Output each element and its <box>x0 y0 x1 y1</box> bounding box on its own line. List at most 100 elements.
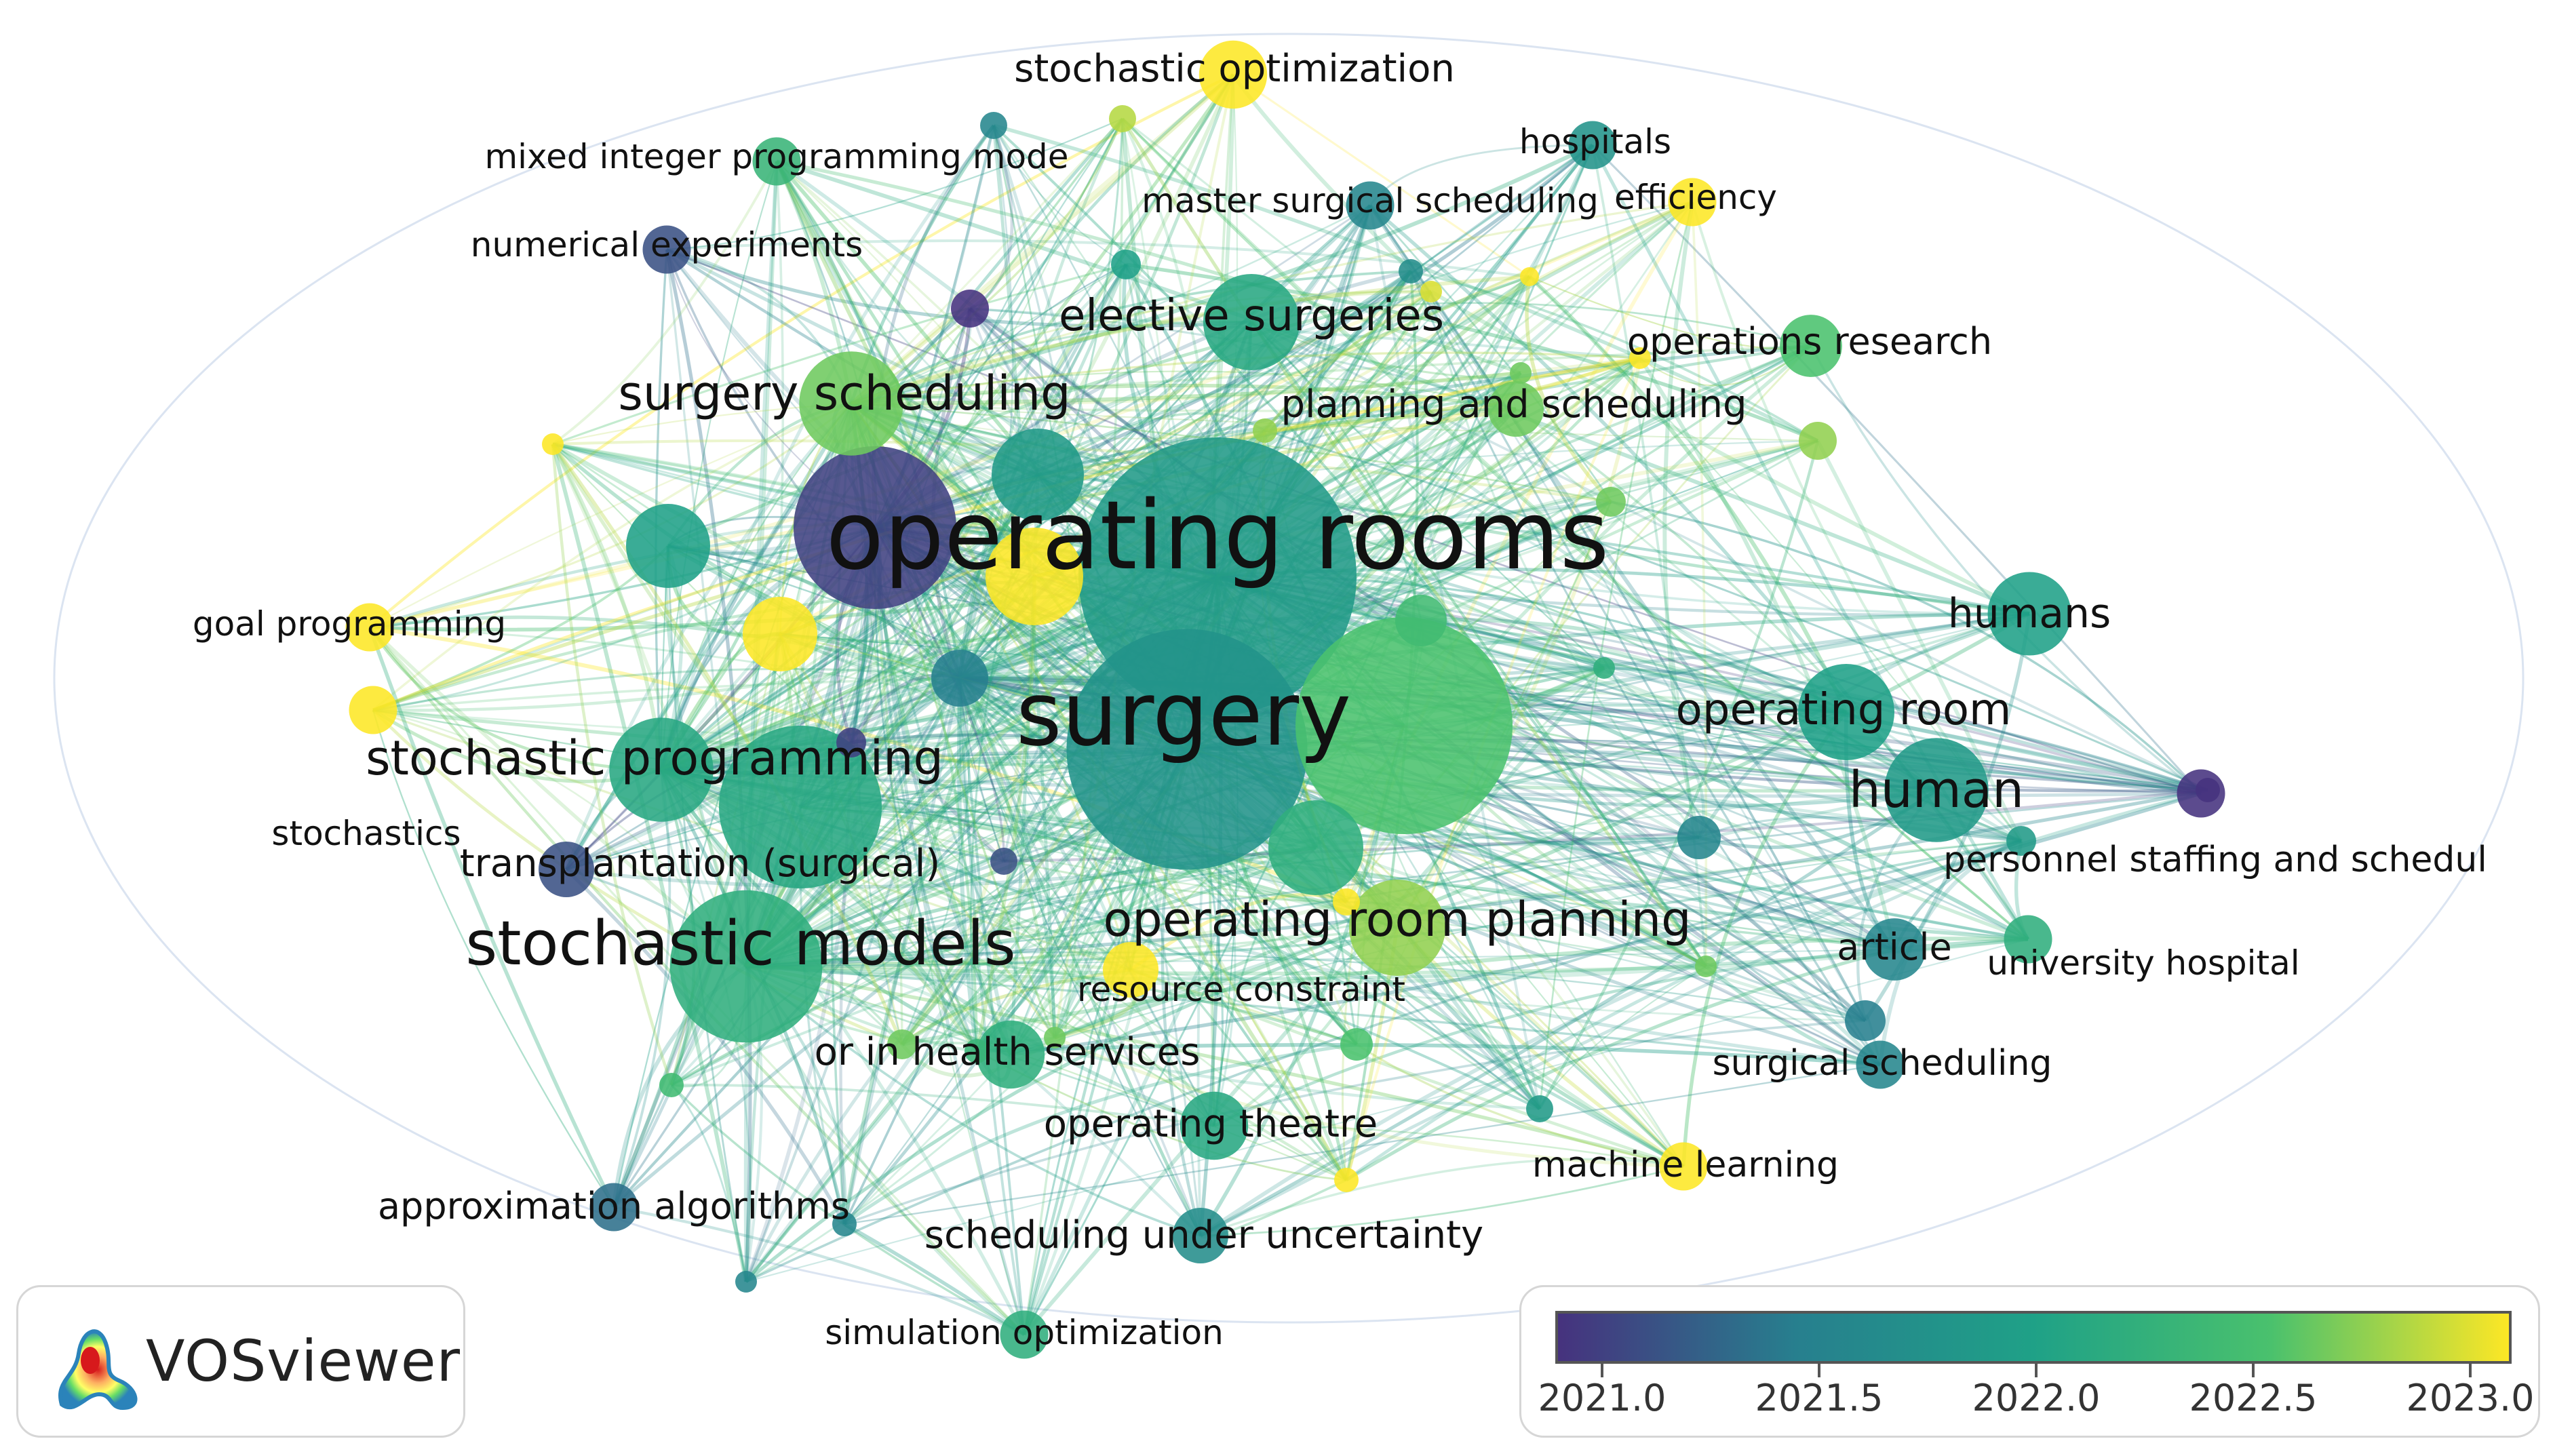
cluster-node[interactable] <box>1629 347 1651 369</box>
cluster-node[interactable] <box>1334 1168 1359 1192</box>
cluster-node[interactable] <box>832 1212 857 1236</box>
cluster-node[interactable] <box>1395 595 1447 646</box>
keyword-node[interactable] <box>1668 178 1717 227</box>
node-label-elective-surgeries[interactable]: elective surgeries <box>1059 291 1444 341</box>
keyword-node[interactable] <box>1797 663 1895 761</box>
node-label-efficiency[interactable]: efficiency <box>1614 178 1777 217</box>
keyword-node[interactable] <box>752 137 801 186</box>
cluster-node[interactable] <box>1677 816 1721 859</box>
keyword-node[interactable] <box>1780 315 1842 377</box>
keyword-node[interactable] <box>345 603 394 652</box>
keyword-node[interactable] <box>976 1020 1045 1089</box>
node-label-operating-theatre[interactable]: operating theatre <box>1044 1102 1378 1146</box>
keyword-node[interactable] <box>1203 273 1300 371</box>
node-label-numerical-experiments[interactable]: numerical experiments <box>471 225 863 264</box>
keyword-node[interactable] <box>609 717 714 822</box>
node-label-goal-programming[interactable]: goal programming <box>193 604 506 644</box>
node-label-university-hospital[interactable]: university hospital <box>1987 943 2299 983</box>
keyword-node[interactable] <box>1987 572 2071 656</box>
cluster-node[interactable] <box>1268 800 1363 895</box>
keyword-node[interactable] <box>589 1183 638 1232</box>
node-label-human[interactable]: human <box>1849 761 2024 819</box>
cluster-node[interactable] <box>836 728 866 757</box>
node-label-transplantation-surgical[interactable]: transplantation (surgical) <box>460 842 940 886</box>
cluster-node[interactable] <box>1111 250 1141 279</box>
node-label-or-in-health-services[interactable]: or in health services <box>815 1030 1201 1074</box>
cluster-node[interactable] <box>1399 259 1423 283</box>
cluster-node[interactable] <box>626 504 710 588</box>
cluster-node[interactable] <box>794 446 956 609</box>
node-label-article[interactable]: article <box>1837 926 1951 968</box>
cluster-node[interactable] <box>1109 105 1136 132</box>
node-label-operating-room-planning[interactable]: operating room planning <box>1103 892 1691 947</box>
cluster-node[interactable] <box>1520 267 1539 286</box>
cluster-node[interactable] <box>659 1073 684 1097</box>
node-label-planning-and-scheduling[interactable]: planning and scheduling <box>1281 382 1747 427</box>
keyword-node[interactable] <box>539 842 594 897</box>
node-label-stochastic-programming[interactable]: stochastic programming <box>366 730 943 786</box>
cluster-node[interactable] <box>1526 1095 1553 1122</box>
cluster-node[interactable] <box>1510 362 1532 384</box>
node-label-machine-learning[interactable]: machine learning <box>1532 1145 1839 1185</box>
cluster-node[interactable] <box>964 1039 989 1063</box>
cluster-node[interactable] <box>1044 1027 1066 1048</box>
node-label-surgery[interactable]: surgery <box>1016 663 1351 766</box>
node-label-operating-rooms[interactable]: operating rooms <box>826 481 1610 591</box>
cluster-node[interactable] <box>1333 888 1360 916</box>
keyword-node[interactable] <box>349 686 397 734</box>
cluster-node[interactable] <box>1295 617 1513 834</box>
keyword-node[interactable] <box>1180 1091 1249 1160</box>
node-label-resource-constraint[interactable]: resource constraint <box>1077 970 1405 1009</box>
node-label-hospitals[interactable]: hospitals <box>1519 122 1671 161</box>
cluster-node[interactable] <box>990 848 1017 875</box>
cluster-node[interactable] <box>887 1029 917 1059</box>
keyword-node[interactable] <box>1863 918 1926 981</box>
keyword-node[interactable] <box>1884 738 1989 842</box>
node-label-stochastic-optimization[interactable]: stochastic optimization <box>1014 47 1455 91</box>
node-label-stochastics[interactable]: stochastics <box>271 814 461 853</box>
cluster-node[interactable] <box>1340 1028 1373 1061</box>
cluster-node[interactable] <box>951 290 989 328</box>
cluster-node[interactable] <box>2006 826 2036 856</box>
cluster-node[interactable] <box>931 650 988 707</box>
cluster-node[interactable] <box>992 429 1084 521</box>
keyword-node[interactable] <box>1568 121 1617 170</box>
cluster-node[interactable] <box>743 597 817 671</box>
keyword-node[interactable] <box>1066 629 1308 870</box>
cluster-node[interactable] <box>1420 281 1442 302</box>
cluster-node[interactable] <box>1799 422 1837 460</box>
keyword-node[interactable] <box>799 351 903 456</box>
cluster-node[interactable] <box>719 726 882 888</box>
keyword-node[interactable] <box>642 225 691 274</box>
cluster-node[interactable] <box>1253 418 1277 443</box>
node-label-stochastic-models[interactable]: stochastic models <box>465 908 1015 979</box>
node-label-operations-research[interactable]: operations research <box>1627 320 1992 363</box>
node-label-surgery-scheduling[interactable]: surgery scheduling <box>618 366 1070 421</box>
keyword-node[interactable] <box>669 890 823 1043</box>
keyword-node[interactable] <box>1348 879 1446 977</box>
keyword-node[interactable] <box>1346 181 1395 230</box>
cluster-node[interactable] <box>1695 956 1717 977</box>
keyword-node[interactable] <box>1488 381 1544 437</box>
node-label-personnel-staffing-and-schedul[interactable]: personnel staffing and schedul <box>1943 840 2487 880</box>
node-label-operating-room[interactable]: operating room <box>1676 685 2012 735</box>
node-label-simulation-optimization[interactable]: simulation optimization <box>825 1313 1224 1352</box>
keyword-node[interactable] <box>1198 40 1268 109</box>
keyword-node[interactable] <box>1659 1142 1708 1191</box>
keyword-node[interactable] <box>1103 942 1158 998</box>
cluster-node[interactable] <box>735 1271 757 1293</box>
node-label-humans[interactable]: humans <box>1948 590 2111 637</box>
keyword-node[interactable] <box>2004 915 2052 964</box>
cluster-node[interactable] <box>2196 778 2220 802</box>
node-label-mixed-integer-programming-mode[interactable]: mixed integer programming mode <box>484 137 1068 176</box>
keyword-node[interactable] <box>1856 1040 1905 1089</box>
node-label-approximation-algorithms[interactable]: approximation algorithms <box>378 1185 850 1227</box>
cluster-node[interactable] <box>980 112 1007 139</box>
cluster-node[interactable] <box>1593 657 1615 679</box>
node-label-surgical-scheduling[interactable]: surgical scheduling <box>1713 1043 2052 1084</box>
cluster-node[interactable] <box>1845 1000 1886 1041</box>
node-label-scheduling-under-uncertainty[interactable]: scheduling under uncertainty <box>924 1213 1483 1257</box>
cluster-node[interactable] <box>542 433 564 455</box>
keyword-node[interactable] <box>1000 1310 1049 1359</box>
